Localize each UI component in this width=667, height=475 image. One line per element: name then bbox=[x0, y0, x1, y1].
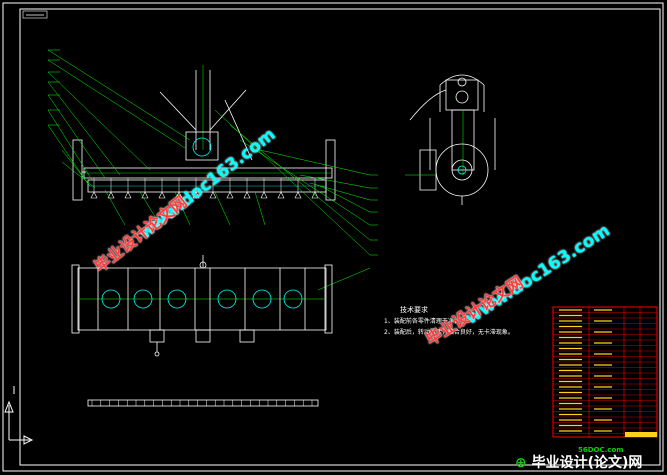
inner-frame bbox=[19, 8, 661, 466]
notes-title: 技术要求 bbox=[400, 306, 428, 314]
front-view-blades bbox=[90, 178, 319, 199]
side-view bbox=[405, 74, 496, 205]
strip-view bbox=[87, 399, 319, 407]
title-block bbox=[552, 306, 658, 438]
corner-label-box bbox=[22, 10, 48, 19]
note-line-1: 1、装配前各零件清理干净； bbox=[384, 318, 460, 325]
ucs-icon bbox=[4, 386, 34, 445]
note-line-2: 2、装配后，转动灵活，啮合良好，无卡滞现象。 bbox=[384, 329, 514, 336]
leader-lines-left bbox=[47, 49, 378, 291]
footer-logo-text: 毕业设计(论文)网 bbox=[531, 455, 643, 471]
technical-notes: 技术要求 1、装配前各零件清理干净； 2、装配后，转动灵活，啮合良好，无卡滞现象… bbox=[384, 305, 514, 338]
top-view bbox=[71, 255, 333, 357]
footer-logo: ⊕ 毕业设计(论文)网 bbox=[515, 452, 642, 472]
logo-icon: ⊕ bbox=[515, 455, 527, 471]
front-view bbox=[72, 65, 336, 201]
site-stamp: 56DOC.com bbox=[578, 446, 624, 454]
